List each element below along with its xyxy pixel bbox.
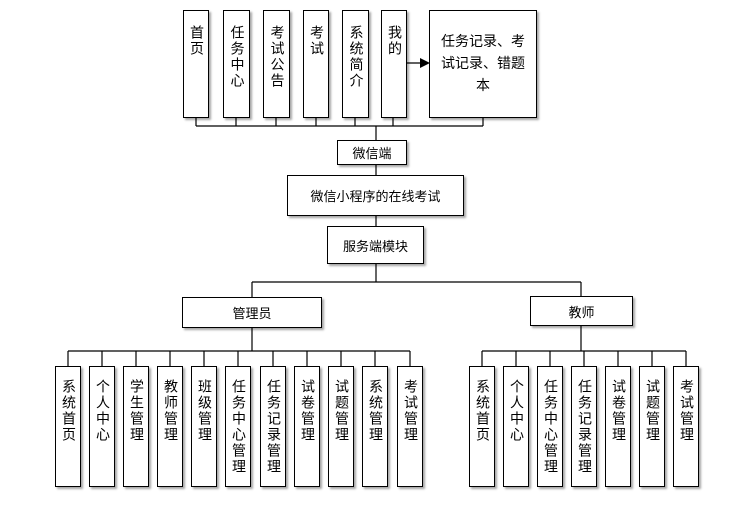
- wechat-client-box: 微信端: [337, 140, 407, 165]
- teacher-module-label: 系统首页: [474, 379, 490, 443]
- wechat-client-label: 微信端: [352, 147, 392, 162]
- admin-module-paper-mgmt: 试卷管理: [294, 366, 320, 487]
- teacher-module-system-home: 系统首页: [469, 366, 495, 487]
- feature-home: 首页: [183, 10, 209, 118]
- teacher-module-label: 任务中心管理: [542, 379, 558, 475]
- admin-module-label: 学生管理: [128, 379, 144, 443]
- admin-module-class-mgmt: 班级管理: [191, 366, 217, 487]
- feature-system-intro: 系统简介: [342, 10, 369, 118]
- teacher-module-personal-center: 个人中心: [503, 366, 529, 487]
- admin-module-label: 考试管理: [402, 379, 418, 443]
- feature-exam-notice-label: 考试公告: [268, 25, 285, 89]
- teacher-module-paper-mgmt: 试卷管理: [605, 366, 631, 487]
- admin-module-system-mgmt: 系统管理: [362, 366, 388, 487]
- admin-module-label: 教师管理: [162, 379, 178, 443]
- admin-module-label: 试卷管理: [299, 379, 315, 443]
- teacher-label: 教师: [568, 305, 595, 321]
- admin-module-label: 班级管理: [196, 379, 212, 443]
- feature-home-label: 首页: [188, 25, 204, 57]
- admin-module-exam-mgmt: 考试管理: [397, 366, 423, 487]
- feature-exam-notice: 考试公告: [263, 10, 290, 118]
- admin-module-teacher-mgmt: 教师管理: [157, 366, 183, 487]
- admin-module-system-home: 系统首页: [55, 366, 81, 487]
- admin-module-label: 个人中心: [94, 379, 110, 443]
- teacher-module-question-mgmt: 试题管理: [639, 366, 665, 487]
- system-title-label: 微信小程序的在线考试: [310, 190, 441, 205]
- feature-task-center: 任务中心: [223, 10, 250, 118]
- teacher-module-label: 试题管理: [644, 379, 660, 443]
- teacher-module-task-center-mgmt: 任务中心管理: [537, 366, 563, 487]
- feature-system-intro-label: 系统简介: [347, 25, 364, 89]
- teacher-module-label: 任务记录管理: [576, 379, 592, 475]
- teacher-module-label: 试卷管理: [610, 379, 626, 443]
- teacher-module-label: 个人中心: [508, 379, 524, 443]
- server-module-label: 服务端模块: [342, 239, 408, 255]
- feature-exam: 考试: [303, 10, 329, 118]
- admin-module-label: 任务记录管理: [265, 379, 281, 475]
- server-module-box: 服务端模块: [327, 226, 424, 264]
- admin-module-label: 试题管理: [333, 379, 349, 443]
- admin-box: 管理员: [182, 297, 322, 328]
- admin-module-personal-center: 个人中心: [89, 366, 115, 487]
- teacher-module-label: 考试管理: [678, 379, 694, 443]
- admin-module-student-mgmt: 学生管理: [123, 366, 149, 487]
- admin-label: 管理员: [232, 307, 272, 322]
- admin-module-label: 系统管理: [367, 379, 383, 443]
- feature-mine: 我的: [381, 10, 407, 118]
- feature-mine-label: 我的: [386, 25, 402, 57]
- teacher-module-exam-mgmt: 考试管理: [673, 366, 699, 487]
- admin-module-label: 任务中心管理: [230, 379, 246, 475]
- feature-task-center-label: 任务中心: [228, 25, 245, 89]
- teacher-module-task-record-mgmt: 任务记录管理: [571, 366, 597, 487]
- feature-mine-detail: 任务记录、考试记录、错题本: [429, 10, 537, 118]
- feature-exam-label: 考试: [308, 25, 324, 57]
- admin-module-question-mgmt: 试题管理: [328, 366, 354, 487]
- teacher-box: 教师: [530, 296, 633, 326]
- admin-module-label: 系统首页: [60, 379, 76, 443]
- feature-mine-detail-label: 任务记录、考试记录、错题本: [441, 34, 525, 94]
- system-title-box: 微信小程序的在线考试: [287, 175, 464, 216]
- admin-module-task-record-mgmt: 任务记录管理: [260, 366, 286, 487]
- admin-module-task-center-mgmt: 任务中心管理: [225, 366, 251, 487]
